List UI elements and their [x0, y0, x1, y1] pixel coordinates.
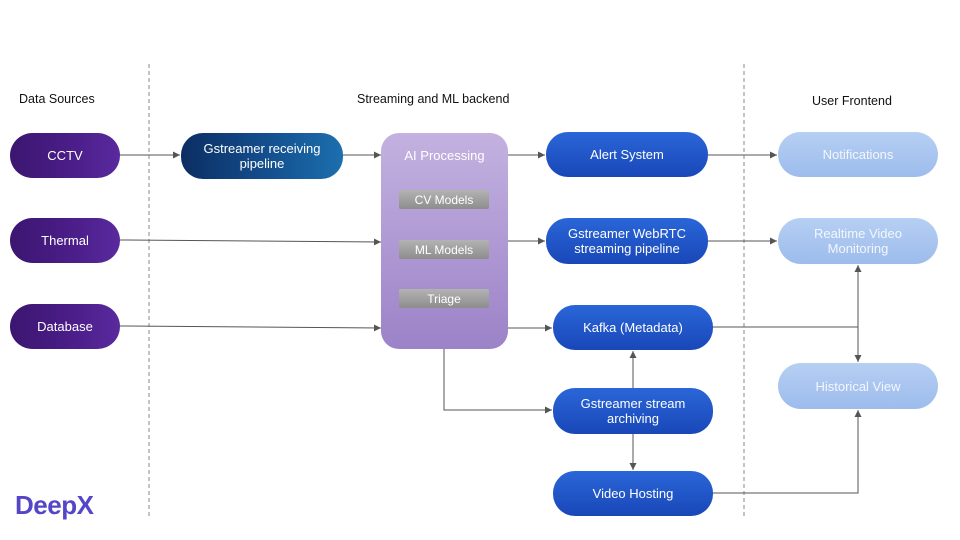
- connector-hosting-historical: [713, 410, 862, 494]
- deepx-logo: DeepX: [15, 490, 94, 520]
- connector-thermal-ai: [119, 238, 382, 246]
- heading-backend: Streaming and ML backend: [357, 92, 510, 106]
- node-video-hosting: Video Hosting: [553, 471, 713, 516]
- node-webrtc-pipeline: Gstreamer WebRTC streaming pipeline: [546, 218, 708, 264]
- node-realtime-monitoring: Realtime Video Monitoring: [778, 218, 938, 264]
- node-notifications: Notifications: [778, 132, 938, 177]
- node-thermal: Thermal: [10, 218, 120, 263]
- node-cctv: CCTV: [10, 133, 120, 178]
- node-kafka-label: Kafka (Metadata): [583, 320, 683, 335]
- node-alert-system-label: Alert System: [590, 147, 664, 162]
- node-webrtc-pipeline-label: Gstreamer WebRTC streaming pipeline: [568, 226, 686, 256]
- ai-processing-title: AI Processing: [404, 148, 485, 163]
- module-triage: Triage: [399, 289, 489, 308]
- module-ml-models: ML Models: [399, 240, 489, 259]
- module-cv-models: CV Models: [399, 190, 489, 209]
- node-gstreamer-receiving-label: Gstreamer receiving pipeline: [203, 141, 321, 171]
- node-alert-system: Alert System: [546, 132, 708, 177]
- node-historical-view-label: Historical View: [815, 378, 901, 394]
- node-archiving: Gstreamer stream archiving: [553, 388, 713, 434]
- node-video-hosting-label: Video Hosting: [592, 486, 674, 501]
- node-gstreamer-receiving: Gstreamer receiving pipeline: [181, 133, 343, 179]
- node-thermal-label: Thermal: [41, 233, 89, 248]
- heading-frontend: User Frontend: [812, 94, 892, 108]
- node-ai-processing: AI Processing CV Models ML Models Triage: [381, 133, 508, 349]
- node-kafka: Kafka (Metadata): [553, 305, 713, 350]
- node-database: Database: [10, 304, 120, 349]
- node-archiving-label: Gstreamer stream archiving: [580, 396, 686, 426]
- node-cctv-label: CCTV: [47, 148, 83, 163]
- heading-data-sources: Data Sources: [19, 92, 95, 106]
- connector-ai-archiving: [443, 349, 552, 414]
- node-realtime-monitoring-label: Realtime Video Monitoring: [814, 226, 902, 256]
- connector-database-ai: [119, 324, 382, 332]
- node-database-label: Database: [37, 319, 93, 334]
- node-historical-view: Historical View: [778, 363, 938, 409]
- node-notifications-label: Notifications: [822, 147, 894, 162]
